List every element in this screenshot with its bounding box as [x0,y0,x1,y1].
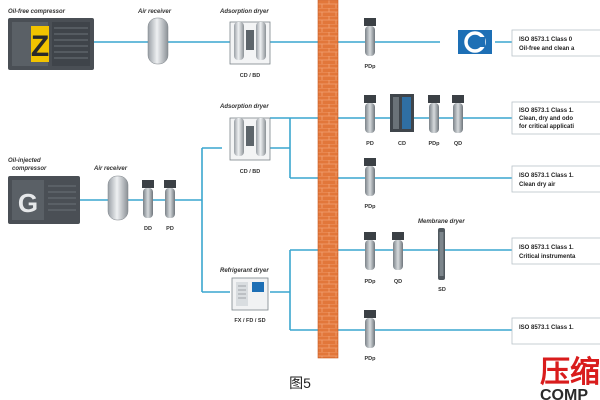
refrigerant-dryer-label: Refrigerant dryer [220,268,269,274]
row4-filter-1-label: PDp [365,279,377,285]
fx-fd-sd-label: FX / FD / SD [234,318,265,324]
iso-5-title: ISO 8573.1 Class 1. [519,325,574,331]
iso-box-3: ISO 8573.1 Class 1. Clean dry air [511,165,600,193]
row2-filter-3-label: PDp [429,141,441,147]
filter-pdp-row3 [364,158,376,196]
row2-filter-4-label: QD [454,141,462,147]
iso-box-1: ISO 8573.1 Class 0 Oil-free and clean a [511,29,600,57]
oil-injected-compressor-label-1: Oil-injected [8,158,41,164]
oil-free-compressor-label: Oil-free compressor [8,9,66,15]
iso-3-sub: Clean dry air [519,182,556,188]
iso-1-title: ISO 8573.1 Class 0 [519,37,573,43]
iso-2-sub: Clean, dry and odo [519,116,573,122]
row3-filter-label: PDp [365,204,377,210]
filter-pdp-row5 [364,310,376,348]
oil-injected-compressor-label-2: compressor [12,166,47,172]
cd-bd-top-label: CD / BD [240,73,261,79]
oil-injected-compressor: G [8,176,80,224]
iso-box-4: ISO 8573.1 Class 1. Critical instrumenta [511,237,600,265]
watermark-line1: 压缩 [540,356,600,389]
cd-bd-mid-label: CD / BD [240,169,261,175]
membrane-dryer-label: Membrane dryer [418,219,465,225]
oil-free-compressor: Z [8,18,94,70]
brand-logo [458,30,492,54]
adsorption-dryer-top-label: Adsorption dryer [219,9,269,15]
filter-pdp-row4 [364,232,376,270]
iso-4-title: ISO 8573.1 Class 1. [519,245,574,251]
air-receiver-top [147,17,169,65]
filter-dd-label: DD [144,226,152,232]
row4-filter-2-label: QD [394,279,402,285]
watermark-line2: COMP [540,387,588,400]
row1-filter-label: PDp [365,64,377,70]
adsorption-dryer-top [229,21,271,65]
row5-filter-label: PDp [365,356,377,362]
figure-caption: 图5 [289,375,311,391]
filter-pd-row2 [364,95,376,133]
filter-pdp-row1 [364,18,376,56]
iso-4-sub: Critical instrumenta [519,254,576,260]
iso-2-title: ISO 8573.1 Class 1. [519,108,574,114]
row2-filter-1-label: PD [366,141,374,147]
filter-qd-row2 [452,95,464,133]
adsorption-dryer-mid-label: Adsorption dryer [219,104,269,110]
adsorption-dryer-mid [229,117,271,161]
brick-wall [317,0,339,359]
svg-text:G: G [18,188,38,218]
svg-text:Z: Z [31,30,49,63]
iso-1-sub: Oil-free and clean a [519,46,575,52]
iso-2-sub2: for critical applicati [519,124,574,130]
air-receiver-top-label: Air receiver [137,9,172,15]
row4-filter-3-label: SD [438,287,446,293]
filter-qd-row4 [392,232,404,270]
filter-pdp-row2 [428,95,440,133]
air-receiver-bottom-label: Air receiver [93,166,128,172]
iso-3-title: ISO 8573.1 Class 1. [519,173,574,179]
filter-dd [142,180,154,218]
iso-box-5: ISO 8573.1 Class 1. [511,317,600,345]
dryer-cd-row2 [390,94,414,132]
filter-pd-label: PD [166,226,174,232]
row2-filter-2-label: CD [398,141,406,147]
air-receiver-bottom [107,175,129,221]
watermark: 压缩 COMP [540,356,600,400]
filter-pd [164,180,176,218]
refrigerant-dryer [231,277,269,311]
iso-box-2: ISO 8573.1 Class 1. Clean, dry and odo f… [511,101,600,135]
membrane-dryer [438,228,445,280]
